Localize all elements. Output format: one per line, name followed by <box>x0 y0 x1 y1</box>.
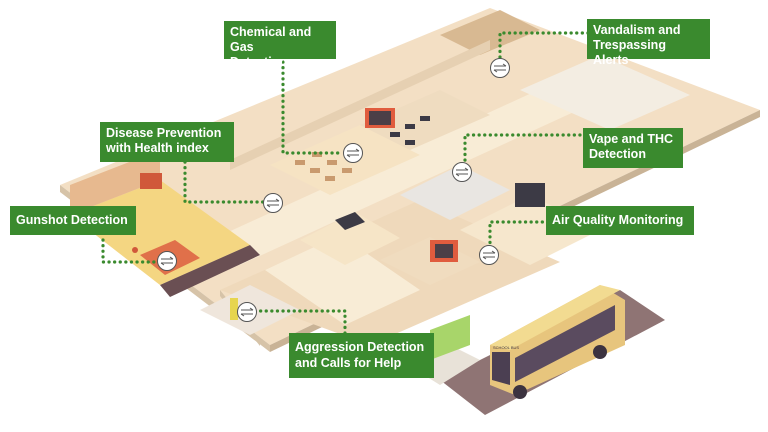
restroom <box>400 165 510 220</box>
connector-chemical <box>281 60 342 155</box>
sensor-arrows-icon <box>240 307 254 317</box>
sensor-air[interactable] <box>479 245 499 265</box>
gym-board <box>140 173 162 189</box>
top-wall <box>230 40 490 170</box>
sensor-arrows-icon <box>266 198 280 208</box>
connector-disease <box>183 160 267 204</box>
label-disease-prevention: Disease Prevention with Health index <box>100 122 234 162</box>
chalkboard-1-inner <box>369 111 391 125</box>
green-fence <box>430 315 470 360</box>
library <box>440 10 540 55</box>
connector-vape <box>463 133 582 167</box>
gym-wall <box>70 150 160 215</box>
connector-gunshot <box>101 238 157 264</box>
label-gunshot-detection: Gunshot Detection <box>10 206 136 235</box>
sensor-arrows-icon <box>160 256 174 266</box>
sensor-chemical[interactable] <box>343 143 363 163</box>
label-vape-thc: Vape and THC Detection <box>583 128 683 168</box>
sensor-disease[interactable] <box>263 193 283 213</box>
connectors <box>101 31 590 338</box>
desks <box>295 116 430 181</box>
art-board-inner <box>435 244 453 258</box>
label-aggression-detection: Aggression Detection and Calls for Help <box>289 333 434 378</box>
sensor-arrows-icon <box>482 250 496 260</box>
gym-dark-edge <box>160 245 260 297</box>
label-vandalism-trespassing: Vandalism and Trespassing Alerts <box>587 19 710 67</box>
label-chemical-gas-detection: Chemical and Gas Detection <box>224 21 336 69</box>
label-air-quality: Air Quality Monitoring <box>546 206 694 235</box>
corridor-cross <box>265 235 420 325</box>
corridor-main <box>200 80 600 265</box>
sensor-gunshot[interactable] <box>157 251 177 271</box>
basketball <box>132 247 138 253</box>
chalkboard-right <box>515 183 545 207</box>
sensor-vandalism[interactable] <box>490 58 510 78</box>
music-room <box>300 212 400 265</box>
sensor-arrows-icon <box>455 167 469 177</box>
lockers <box>230 298 238 320</box>
connector-vandalism <box>498 31 590 62</box>
piano <box>335 212 365 230</box>
sensor-arrows-icon <box>346 148 360 158</box>
sensor-aggression[interactable] <box>237 302 257 322</box>
school-bus: SCHOOL BUS <box>490 285 625 399</box>
sensor-arrows-icon <box>493 63 507 73</box>
sensor-vape[interactable] <box>452 162 472 182</box>
cafeteria <box>520 55 690 130</box>
bus-sign: SCHOOL BUS <box>493 345 519 350</box>
connector-aggression <box>253 309 347 338</box>
